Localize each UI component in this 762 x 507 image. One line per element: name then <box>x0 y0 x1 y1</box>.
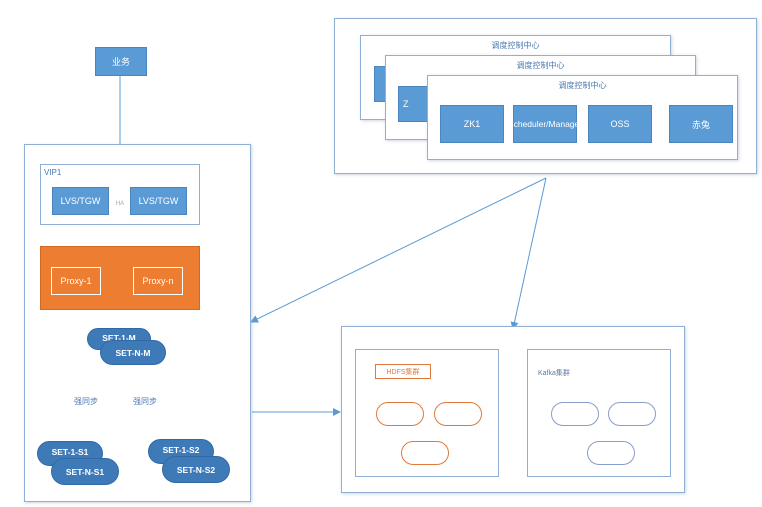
lvs-left-label: LVS/TGW <box>60 196 101 206</box>
proxy-n-label: Proxy-n <box>142 276 174 286</box>
control-center-title: 调度控制中心 <box>558 81 607 90</box>
set-n-m-label: SET-N-M <box>115 347 151 358</box>
set-n-s1-pill: SET-N-S1 <box>51 458 119 485</box>
proxy-1-label: Proxy-1 <box>60 276 92 286</box>
set-n-s2-label: SET-N-S2 <box>176 464 216 475</box>
hdfs-cluster-box: HDFS集群 <box>355 349 499 477</box>
set-1-s1-label: SET-1-S1 <box>51 447 89 457</box>
kafka-cluster-box: Kafka集群 <box>527 349 671 477</box>
vip-box: VIP1 LVS/TGW LVS/TGW HA <box>40 164 200 225</box>
chitu-box: 赤兔 <box>669 105 733 143</box>
proxy-box: Proxy-1 Proxy-n <box>40 246 200 310</box>
kafka-node <box>608 402 656 426</box>
oss-label: OSS <box>610 119 630 129</box>
set-n-m-pill: SET-N-M <box>100 340 166 365</box>
vip-label: VIP1 <box>44 168 62 177</box>
zk1-box: ZK1 <box>440 105 504 143</box>
set-1-m-label: SET-1-M <box>102 333 136 343</box>
arrow-control-to-storage <box>510 177 547 330</box>
control-center-peek-label: Z <box>403 99 409 109</box>
set-n-s2-pill: SET-N-S2 <box>162 456 230 483</box>
set-1-s2-label: SET-1-S2 <box>162 445 200 455</box>
kafka-node <box>551 402 599 426</box>
hdfs-label: HDFS集群 <box>375 364 431 379</box>
chitu-label: 赤兔 <box>691 119 710 130</box>
control-center-title: 调度控制中心 <box>491 41 540 50</box>
set-n-s1-label: SET-N-S1 <box>65 466 105 477</box>
business-label: 业务 <box>111 57 130 67</box>
scheduler-manager-box: Scheduler/Manager <box>508 105 582 143</box>
business-box: 业务 <box>95 47 147 76</box>
hdfs-node <box>376 402 424 426</box>
proxy-1-box: Proxy-1 <box>51 267 101 295</box>
ha-label: HA <box>115 201 125 207</box>
lvs-right-box: LVS/TGW <box>130 187 187 215</box>
oss-box: OSS <box>588 105 652 143</box>
kafka-label: Kafka集群 <box>538 370 570 377</box>
lvs-left-box: LVS/TGW <box>52 187 109 215</box>
hdfs-node <box>434 402 482 426</box>
sync-right-label: 强同步 <box>133 397 157 406</box>
control-center-panel-front: 调度控制中心 ZK1 Scheduler/Manager OSS 赤兔 <box>427 75 738 160</box>
arrow-control-to-left <box>250 177 547 323</box>
lvs-right-label: LVS/TGW <box>138 196 179 206</box>
proxy-n-box: Proxy-n <box>133 267 183 295</box>
control-center-title: 调度控制中心 <box>516 61 565 70</box>
zk1-label: ZK1 <box>463 119 481 129</box>
scheduler-manager-label: Scheduler/Manager <box>507 118 583 129</box>
hdfs-node <box>401 441 449 465</box>
kafka-node <box>587 441 635 465</box>
sync-left-label: 强同步 <box>74 397 98 406</box>
